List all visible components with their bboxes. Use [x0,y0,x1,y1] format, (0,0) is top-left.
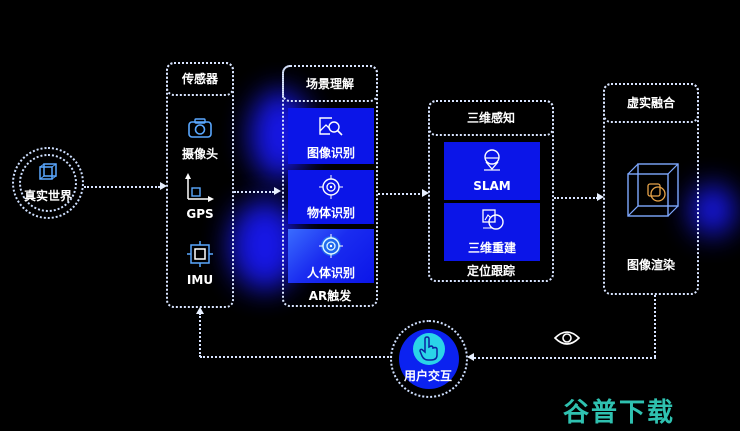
eye-icon [553,331,581,345]
axes-icon [185,173,214,202]
connector-line [654,295,656,357]
watermark: 谷普下载 [563,398,676,428]
target-icon [319,175,343,199]
connector-line [84,186,160,188]
slam-tile[interactable]: SLAM [444,142,540,200]
arrow-right-icon [274,187,281,195]
3d-item-label: 三维重建 [467,241,516,255]
fusion-title: 虚实融合 [603,83,699,123]
3d-perception-title: 三维感知 [428,100,554,136]
camera-icon [188,118,212,138]
real-world-label: 真实世界 [23,189,72,203]
connector-line [199,313,201,357]
render-label: 图像渲染 [626,258,675,272]
arrow-right-icon [422,189,429,197]
user-interaction-label: 用户交互 [403,369,452,383]
cube-icon [39,163,57,180]
sensor-label: IMU [186,273,214,287]
real-world-node[interactable]: 真实世界 [12,147,84,219]
sensor-label: GPS [186,207,214,221]
sensor-label: 摄像头 [181,147,218,161]
arrow-left-icon [467,353,474,361]
map-pin-icon [484,149,500,171]
tracking-label: 定位跟踪 [466,264,515,278]
sensors-title: 传感器 [166,62,234,96]
3d-reconstruction-tile[interactable]: 三维重建 [444,203,540,261]
reconstruction-icon [482,209,504,230]
connector-line [378,193,424,195]
image-recognition-tile[interactable]: 图像识别 [288,108,374,164]
arrow-right-icon [597,193,604,201]
cube-render-icon [627,163,679,217]
user-interaction-node[interactable]: 用户交互 [390,320,470,400]
object-recognition-tile[interactable]: 物体识别 [288,170,374,224]
connector-line [234,191,274,193]
scene-understanding-title: 场景理解 [282,65,378,102]
image-search-icon [319,117,343,136]
connector-line [554,197,598,199]
ar-trigger-label: AR触发 [308,289,352,303]
target-icon [319,234,343,258]
arrow-up-icon [196,307,204,314]
human-recognition-tile[interactable]: 人体识别 [288,229,374,283]
scene-item-label: 人体识别 [306,266,355,280]
scene-item-label: 物体识别 [306,206,355,220]
crosshair-square-icon [187,241,213,267]
connector-line [200,356,392,358]
scene-item-label: 图像识别 [306,146,355,160]
3d-item-label: SLAM [473,179,511,193]
hand-pointer-icon [419,336,438,361]
arrow-right-icon [160,182,167,190]
connector-line [474,357,656,359]
